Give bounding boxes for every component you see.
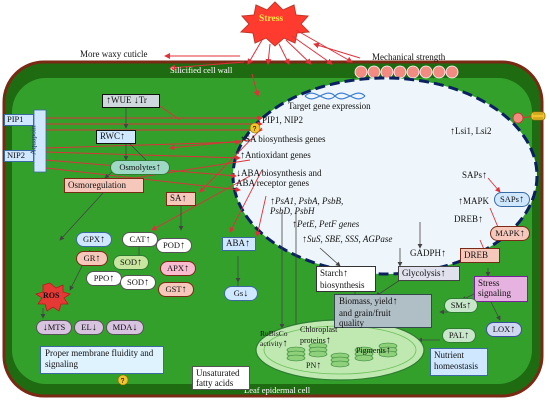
aquaporin-bar xyxy=(33,109,47,173)
lsi-label: ↑Lsi1, Lsi2 xyxy=(450,126,492,137)
sod2-pill: SOD↑ xyxy=(120,275,156,290)
mapk-pill: MAPK↑ xyxy=(490,226,530,241)
gene-expression-label: Target gene expression xyxy=(288,101,371,111)
saps-pill: SAPs↑ xyxy=(494,192,530,207)
nucleus-saps-label: SAPs↑ xyxy=(462,170,488,181)
mts-pill: ↓MTS xyxy=(36,320,72,335)
osmolytes-pill: Osmolytes↑ xyxy=(110,160,170,175)
sa-genes-label: ↑SA biosynthesis genes xyxy=(240,134,326,145)
el-pill: EL↓ xyxy=(74,320,104,335)
starch-box: Starch↑biosynthesis xyxy=(316,266,376,292)
aquaporin-label: Aquapoin xyxy=(28,125,38,155)
nucleus-dreb-label: DREB↑ xyxy=(454,214,484,225)
waxy-cuticle-label: More waxy cuticle xyxy=(80,49,148,59)
glycolysis-box: Glycolysis↑ xyxy=(398,266,460,281)
ros-burst xyxy=(35,282,71,312)
gs-pill: Gs↓ xyxy=(224,286,258,301)
pet-genes-label: ↑PetE, PetF genes xyxy=(292,219,360,230)
stress-burst xyxy=(239,1,311,47)
dreb-box: DREB xyxy=(460,248,500,263)
transporter-channel-icon xyxy=(530,111,546,121)
ros-label: ROS xyxy=(43,291,60,300)
sod1-pill: SOD↑ xyxy=(113,255,149,270)
nucleus-mapk-label: ↑MAPK xyxy=(458,196,490,207)
silica-bead-icon xyxy=(354,65,459,79)
ps-genes-label: ↑PsA1, PsbA, PsbB,PsbD, PsbH xyxy=(270,196,344,216)
svg-text:?: ? xyxy=(253,126,257,133)
pigments-label: Pigments↑ xyxy=(356,345,391,356)
antioxidant-genes-label: ↑Antioxidant genes xyxy=(240,150,311,161)
cat-pill: CAT↑ xyxy=(122,232,158,247)
aba-box: ABA↑ xyxy=(222,237,256,251)
pip1-box: PIP1 xyxy=(4,114,34,126)
lox-pill: LOX↑ xyxy=(486,322,522,337)
rwc-box: RWC↑ xyxy=(96,130,136,144)
pip-nip-label: PIP1, NIP2 xyxy=(262,115,304,125)
svg-text:?: ? xyxy=(121,378,125,385)
wue-tr-box: ↑WUE ↓Tr xyxy=(102,94,160,108)
pod-pill: POD↑ xyxy=(156,238,192,253)
sus-genes-label: ↑SuS, SBE, SSS, AGPase xyxy=(302,234,393,245)
mda-pill: MDA↓ xyxy=(106,320,144,335)
unsaturated-fa-box: Unsaturated fatty acids xyxy=(192,366,250,390)
osmoregulation-box: Osmoregulation xyxy=(64,178,144,193)
leaf-epidermal-label: Leaf epidermal cell xyxy=(244,385,311,395)
ppo-pill: PPO↑ xyxy=(86,271,122,286)
gpx-pill: GPX↑ xyxy=(76,232,112,247)
apx-pill: APX↑ xyxy=(160,261,196,276)
stress-label: Stress xyxy=(259,14,284,24)
question-mark-icon xyxy=(117,374,129,386)
pn-label: PN↑ xyxy=(306,360,322,371)
dna-helix-icon xyxy=(304,92,366,100)
nip2-box: NIP2 xyxy=(4,150,34,162)
silicified-wall-label: Silicified cell wall xyxy=(170,65,233,75)
gst-pill: GST↑ xyxy=(158,282,194,297)
question-mark-icon xyxy=(249,122,261,134)
mechanical-strength-label: Mechanical strength xyxy=(372,52,446,62)
sa-box: SA↑ xyxy=(166,192,196,206)
sms-pill: SMs↑ xyxy=(444,298,478,313)
si-uptake-node xyxy=(512,112,524,124)
gadph-label: GADPH↑ xyxy=(410,248,447,259)
gr-pill: GR↑ xyxy=(76,251,108,266)
pal-pill: PAL↑ xyxy=(442,328,476,343)
membrane-box: Proper membrane fluidity and signaling xyxy=(40,346,164,374)
